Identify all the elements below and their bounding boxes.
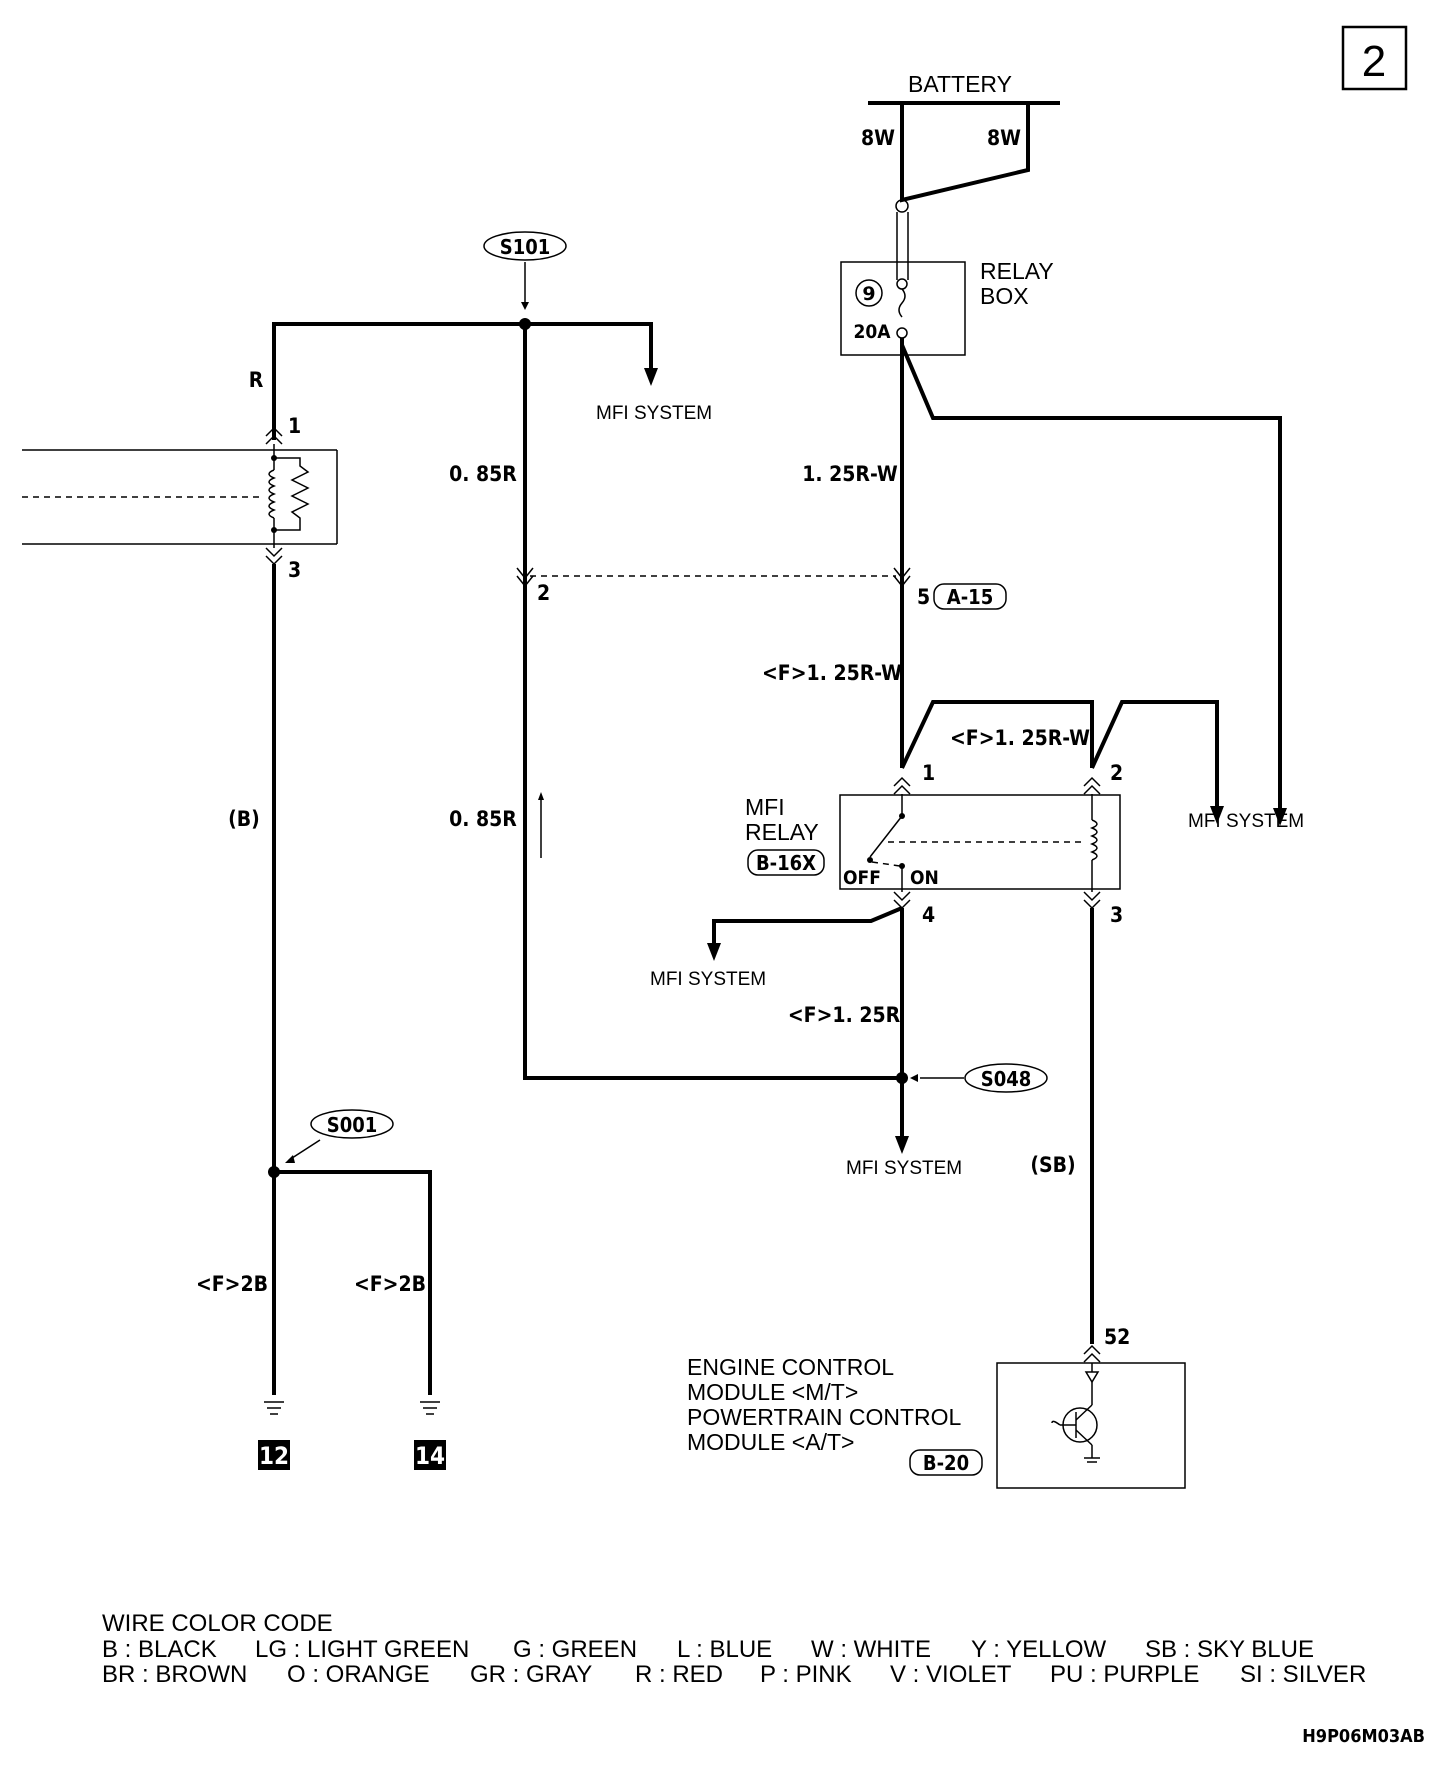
splice-s101: S101 <box>483 231 567 310</box>
battery-wire-left-label: 8W <box>861 126 895 150</box>
ecm-label-line2: MODULE <M/T> <box>687 1379 858 1405</box>
legend-row1-1: LG : LIGHT GREEN <box>255 1636 469 1663</box>
legend-row1-3: L : BLUE <box>677 1636 772 1663</box>
legend-row2-2: GR : GRAY <box>470 1661 592 1688</box>
splice-s001: S001 <box>285 1109 394 1163</box>
mfi-system-right: MFI SYSTEM <box>1188 811 1304 832</box>
legend-row1-5: Y : YELLOW <box>971 1636 1107 1663</box>
ecm-label-line4: MODULE <A/T> <box>687 1429 854 1455</box>
left-component: 1 3 <box>22 414 338 582</box>
ground-14: 14 <box>414 1401 446 1470</box>
connector-b20-label: B-20 <box>923 1451 969 1475</box>
wire-r-top <box>272 322 653 440</box>
splice-s048-label: S048 <box>981 1067 1032 1091</box>
ecm-label-line1: ENGINE CONTROL <box>687 1354 894 1380</box>
pin-2-join: 2 <box>537 581 550 605</box>
ecm-module <box>996 1362 1186 1489</box>
legend-row2-3: R : RED <box>635 1661 723 1688</box>
fuse-number: 9 <box>862 283 875 305</box>
wire-label-f2b-right: <F>2B <box>354 1272 426 1296</box>
coil-symbol <box>268 469 277 519</box>
wire-label-125rw: 1. 25R-W <box>802 462 898 486</box>
relay-off-label: OFF <box>843 867 881 889</box>
mfi-system-top: MFI SYSTEM <box>596 403 712 424</box>
legend-row2-6: PU : PURPLE <box>1050 1661 1199 1688</box>
wire-085r <box>523 324 902 1080</box>
connector-b16x-label: B-16X <box>756 851 816 875</box>
wire-label-sb: (SB) <box>1030 1153 1075 1177</box>
legend-row1-0: B : BLACK <box>102 1636 217 1663</box>
relay-pin-3: 3 <box>1110 903 1123 927</box>
wire-label-f2b-left: <F>2B <box>196 1272 268 1296</box>
fuse-rating: 20A <box>853 321 891 343</box>
mfi-relay: <F>1. 25R-W MFI SYSTEM 1 2 4 3 OFF ON MF… <box>745 700 1304 927</box>
mfi-system-bottom: MFI SYSTEM <box>846 1158 962 1179</box>
legend-row2-1: O : ORANGE <box>287 1661 430 1688</box>
page-number-box: 2 <box>1341 25 1408 91</box>
wire-relay-p2-right <box>1090 700 1219 808</box>
wire-label-085r-top: 0. 85R <box>449 462 517 486</box>
legend-row2-0: BR : BROWN <box>102 1661 247 1688</box>
wire-label-085r-mid: 0. 85R <box>449 807 517 831</box>
relay-coil-symbol <box>1089 819 1098 861</box>
document-code: H9P06M03AB <box>1302 1726 1425 1747</box>
relay-pin-2: 2 <box>1110 761 1123 785</box>
relay-box-label-line2: BOX <box>980 283 1029 309</box>
legend-row1-6: SB : SKY BLUE <box>1145 1636 1314 1663</box>
ecm-label-line3: POWERTRAIN CONTROL <box>687 1404 962 1430</box>
legend-row1-2: G : GREEN <box>513 1636 637 1663</box>
relay-pin-1: 1 <box>922 761 935 785</box>
mfi-relay-label-line1: MFI <box>745 794 785 820</box>
legend-title: WIRE COLOR CODE <box>102 1610 333 1637</box>
relay-switch-blade <box>869 815 903 858</box>
pin-3-left: 3 <box>288 558 301 582</box>
page-number: 2 <box>1362 37 1386 86</box>
fuse-number-circle <box>855 279 883 307</box>
splice-s048: S048 <box>910 1063 1048 1093</box>
relay-on-label: ON <box>910 867 939 889</box>
legend-row2-7: SI : SILVER <box>1240 1661 1366 1688</box>
relay-box-label-line1: RELAY <box>980 258 1054 284</box>
wire-label-f-125r: <F>1. 25R <box>788 1003 901 1027</box>
battery-terminal <box>895 199 909 213</box>
legend-row2-5: V : VIOLET <box>890 1661 1012 1688</box>
battery-label: BATTERY <box>908 71 1012 97</box>
battery-wire-right-label: 8W <box>987 126 1021 150</box>
ground-12: 12 <box>258 1401 290 1470</box>
wire-fuse-branch-right <box>900 344 1282 808</box>
wire-color-legend: WIRE COLOR CODE B : BLACK LG : LIGHT GRE… <box>102 1610 1366 1688</box>
pin-1-left: 1 <box>288 414 301 438</box>
connector-a15-label: A-15 <box>947 585 993 609</box>
wire-label-f-125rw-b: <F>1. 25R-W <box>950 726 1090 750</box>
wire-label-f-125rw-a: <F>1. 25R-W <box>762 661 902 685</box>
connector-a15: 5 2 A-15 <box>516 567 1007 610</box>
wire-relay-p4-left <box>712 906 903 945</box>
relay-box: 9 20A RELAY BOX <box>840 212 1054 356</box>
battery: BATTERY 8W 8W <box>861 71 1060 213</box>
ecm-pin-52: 52 <box>1104 1325 1130 1349</box>
ground-14-label: 14 <box>415 1442 445 1470</box>
wire-relay-p1-to-p2 <box>900 700 1094 769</box>
ground-12-label: 12 <box>259 1442 289 1470</box>
mfi-system-left-mid: MFI SYSTEM <box>650 969 766 990</box>
legend-row1-4: W : WHITE <box>811 1636 931 1663</box>
resistor-symbol <box>274 457 310 531</box>
wire-label-r: R <box>249 368 264 392</box>
fuse-symbol <box>898 288 906 318</box>
legend-row2-4: P : PINK <box>760 1661 852 1688</box>
wire-label-b: (B) <box>228 807 260 831</box>
splice-s001-label: S001 <box>327 1113 378 1137</box>
relay-pin-4: 4 <box>922 903 935 927</box>
splice-s101-label: S101 <box>500 235 551 259</box>
mfi-relay-label-line2: RELAY <box>745 819 819 845</box>
pin-5: 5 <box>917 585 930 609</box>
